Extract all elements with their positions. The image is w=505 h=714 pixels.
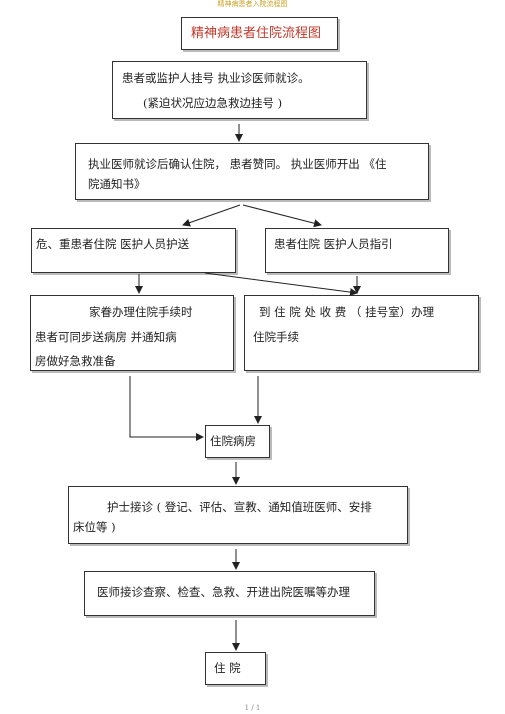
- page-number: 1 / 1: [244, 704, 261, 712]
- doctor-intake-label: 医师接诊查察、检查、急救、开进出院医嘱等办理: [97, 585, 350, 599]
- arrow-to-critical: [182, 204, 241, 227]
- running-header: 精神病患者入院流程图: [217, 0, 288, 8]
- admitted-box: 住 院: [205, 652, 266, 685]
- payment-line-1: 到 住 院 处 收 费 （ 挂号室）办理: [259, 305, 435, 319]
- page-title: 精神病患者住院流程图: [191, 26, 322, 41]
- doctor-intake-box: 医师接诊查察、检查、急救、开进出院医嘱等办理: [84, 571, 375, 616]
- arrow-critical-payment: [204, 272, 358, 297]
- nurse-intake-line-1: 护士接诊 ( 登记、评估、宣教、通知值班医师、安排: [107, 500, 372, 514]
- critical-patient-box: 危、重患者住院 医护人员护送: [31, 228, 236, 273]
- family-procedure-line-3: 房做好急救准备: [35, 354, 116, 368]
- family-procedure-line-2: 患者可同步送病房 并通知病: [35, 330, 177, 344]
- registration-box: 患者或监护人挂号 执业诊医师就诊。 (紧迫状况应边急救边挂号 ): [112, 61, 367, 119]
- regular-patient-label: 患者住院 医护人员指引: [274, 237, 393, 251]
- admission-confirm-line-1: 执业医师就诊后确认住院， 患者赞同。 执业医师开出 《住: [88, 157, 387, 171]
- regular-patient-box: 患者住院 医护人员指引: [265, 228, 449, 273]
- critical-patient-label: 危、重患者住院 医护人员护送: [36, 237, 190, 251]
- arrow-to-regular: [242, 204, 322, 228]
- registration-line-1: 患者或监护人挂号 执业诊医师就诊。: [122, 71, 310, 85]
- nurse-intake-box: 护士接诊 ( 登记、评估、宣教、通知值班医师、安排 床位等 ): [68, 486, 408, 544]
- admission-confirm-line-2: 院通知书》: [88, 177, 146, 191]
- payment-line-2: 住院手续: [253, 330, 299, 344]
- nurse-intake-line-2: 床位等 ): [73, 520, 116, 534]
- family-procedure-line-1: 家眷办理住院手续时: [89, 305, 193, 319]
- admission-confirm-box: 执业医师就诊后确认住院， 患者赞同。 执业医师开出 《住 院通知书》: [75, 143, 429, 200]
- title-box: 精神病患者住院流程图: [181, 17, 338, 50]
- admitted-label: 住 院: [214, 661, 241, 675]
- family-procedure-box: 家眷办理住院手续时 患者可同步送病房 并通知病 房做好急救准备: [30, 295, 234, 371]
- ward-box: 住院病房: [205, 425, 270, 458]
- payment-box: 到 住 院 处 收 费 （ 挂号室）办理 住院手续: [244, 295, 479, 371]
- ward-label: 住院病房: [210, 434, 256, 448]
- registration-line-2: (紧迫状况应边急救边挂号 ): [143, 96, 283, 110]
- arrow-family-ward: [129, 376, 204, 441]
